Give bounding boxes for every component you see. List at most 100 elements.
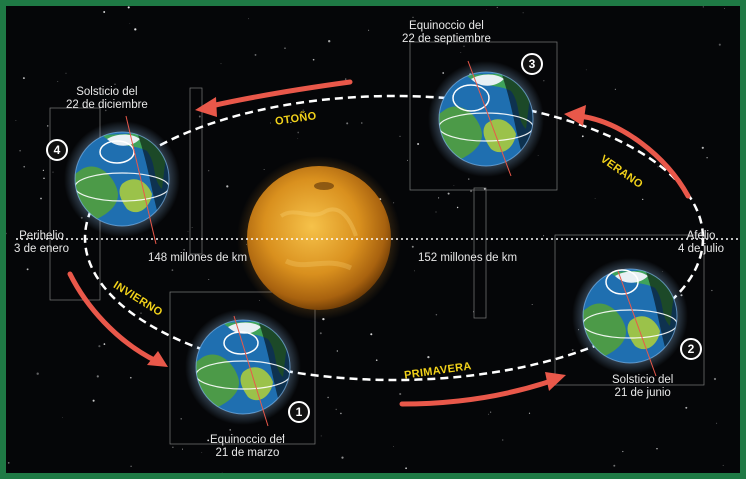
star — [460, 52, 462, 53]
star — [220, 63, 222, 65]
star — [657, 166, 659, 168]
position-4-badge: 4 — [46, 139, 68, 161]
star — [470, 190, 473, 193]
position-1-title: Equinoccio del — [210, 434, 285, 446]
star — [105, 109, 107, 112]
star — [456, 206, 459, 209]
guide-boxes — [49, 41, 705, 445]
star — [129, 376, 132, 379]
star — [57, 81, 59, 82]
star — [36, 372, 39, 375]
star — [46, 125, 49, 127]
star — [229, 429, 232, 431]
star — [171, 269, 174, 271]
star — [23, 165, 26, 168]
star — [297, 138, 299, 139]
star — [129, 23, 131, 24]
axis-lines — [125, 60, 657, 427]
star — [62, 417, 63, 418]
star — [702, 6, 704, 8]
star — [405, 467, 407, 470]
star — [435, 313, 438, 316]
star — [340, 412, 342, 415]
star — [496, 6, 498, 8]
earth-icon — [572, 258, 688, 374]
star — [463, 45, 465, 47]
star — [713, 377, 717, 381]
position-3-title: Equinoccio del — [409, 20, 484, 32]
star — [201, 452, 203, 454]
star — [152, 251, 154, 253]
earth-icon — [64, 121, 180, 237]
star — [98, 345, 101, 348]
star — [722, 464, 724, 466]
star — [488, 413, 490, 415]
star — [453, 185, 455, 186]
star — [22, 77, 25, 80]
star — [180, 418, 182, 420]
position-3-date: 22 de septiembre — [402, 33, 491, 45]
star — [468, 178, 470, 180]
star — [411, 245, 414, 248]
orbit-path — [83, 94, 705, 382]
star — [361, 122, 363, 124]
star — [413, 270, 415, 272]
star — [724, 8, 725, 9]
star — [187, 231, 189, 232]
star — [134, 28, 137, 31]
star — [543, 80, 545, 82]
star — [208, 170, 210, 172]
star — [127, 6, 130, 9]
star — [336, 350, 338, 352]
star — [181, 448, 184, 450]
position-4-date: 22 de diciembre — [66, 99, 148, 111]
star — [320, 435, 322, 437]
star — [130, 465, 132, 467]
position-1-date: 21 de marzo — [215, 447, 280, 459]
position-4-title: Solsticio del — [76, 86, 138, 98]
star — [258, 300, 260, 301]
star — [485, 9, 487, 10]
star — [716, 422, 718, 424]
star — [335, 408, 337, 411]
star — [594, 198, 596, 199]
star — [103, 343, 106, 345]
star — [502, 439, 504, 441]
star — [571, 348, 574, 351]
star — [393, 446, 394, 447]
position-3-badge: 3 — [521, 53, 543, 75]
star — [447, 192, 450, 195]
orbit-diagram — [6, 6, 740, 473]
star — [26, 268, 29, 271]
sun-icon — [237, 156, 401, 320]
position-2-title: Solsticio del — [612, 374, 674, 386]
star — [43, 177, 45, 180]
star — [65, 72, 67, 74]
star — [208, 278, 210, 280]
star — [417, 142, 420, 146]
star — [290, 122, 292, 124]
star — [15, 120, 17, 122]
star — [344, 78, 347, 80]
star — [172, 446, 174, 448]
star — [718, 43, 721, 46]
star — [140, 312, 142, 314]
perihelion-title: Perihelio — [19, 230, 64, 242]
star — [114, 83, 116, 85]
star — [6, 232, 7, 235]
aphelion-title: Afelio — [686, 230, 716, 242]
earth-icon — [428, 61, 544, 177]
star — [282, 435, 285, 438]
star — [685, 406, 688, 409]
star — [656, 448, 658, 450]
star — [103, 11, 106, 13]
star — [52, 171, 54, 173]
star — [701, 146, 704, 149]
star — [375, 359, 378, 362]
star — [399, 135, 401, 137]
star — [412, 16, 414, 18]
star — [302, 109, 304, 111]
star — [40, 197, 42, 200]
star — [537, 155, 539, 156]
star — [528, 412, 531, 414]
